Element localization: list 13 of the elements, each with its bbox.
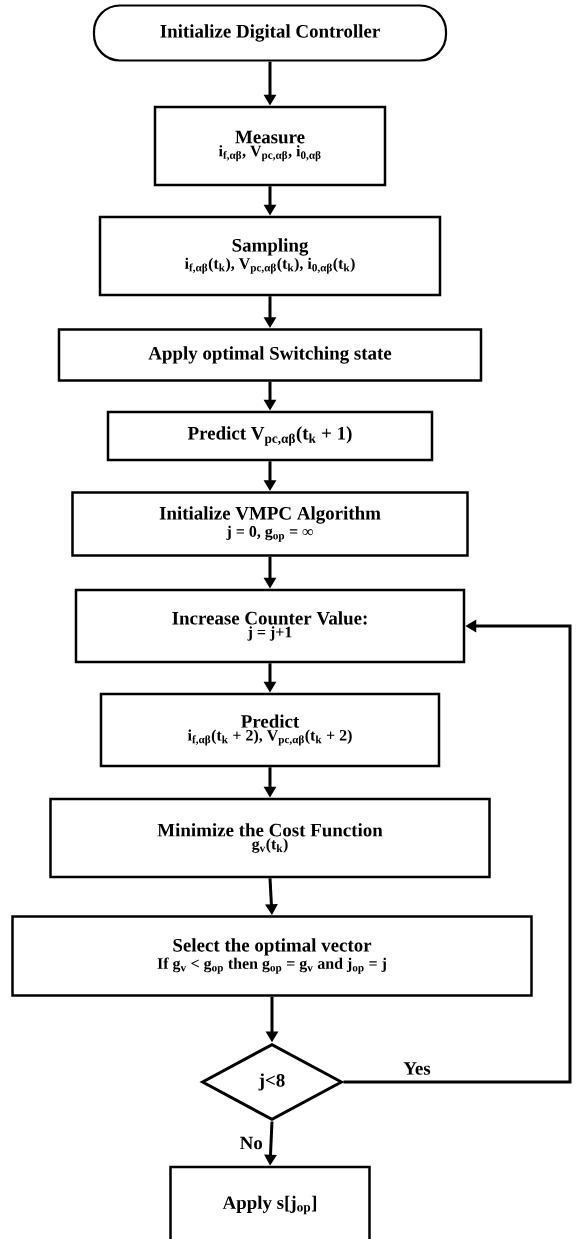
process-box: Select the optimal vector If g$_{v}$ < g$_{op}$ then g$_{op}$ = g$_{v}$ and j$_{op}$ = j: [11, 915, 533, 997]
process-box: Predict i$_{f,αβ}$(t$_{k}$ + 2), V$_{pc,αβ}$(t$_{k}$ + 2): [99, 692, 441, 768]
process-box: Apply s[j$_{op}$]: [169, 1165, 371, 1239]
edge-label: Yes: [402, 1061, 432, 1076]
process-box: Initialize VMPC Algorithm j = 0, g$_{op}$ = ∞: [71, 491, 469, 557]
terminal-box: Initialize Digital Controller: [92, 4, 448, 62]
process-box: Sampling i$_{f,αβ}$(t$_{k}$), V$_{pc,αβ}$(t$_{k}$), i$_{0,αβ}$(t$_{k}$): [98, 215, 442, 297]
process-box: Predict V$_{pc,αβ}$(t$_{k}$ + 1): [106, 410, 434, 462]
process-box: Increase Counter Value: j = j+1: [74, 588, 466, 664]
process-box: Minimize the Cost Function g$_{v}$(t$_{k}$): [49, 797, 491, 879]
edge-label: No: [238, 1135, 264, 1151]
process-box: Measure i$_{f,αβ}$, V$_{pc,αβ}$, i$_{0,αβ}$: [153, 105, 387, 187]
process-box: Apply optimal Switching state: [57, 328, 483, 382]
